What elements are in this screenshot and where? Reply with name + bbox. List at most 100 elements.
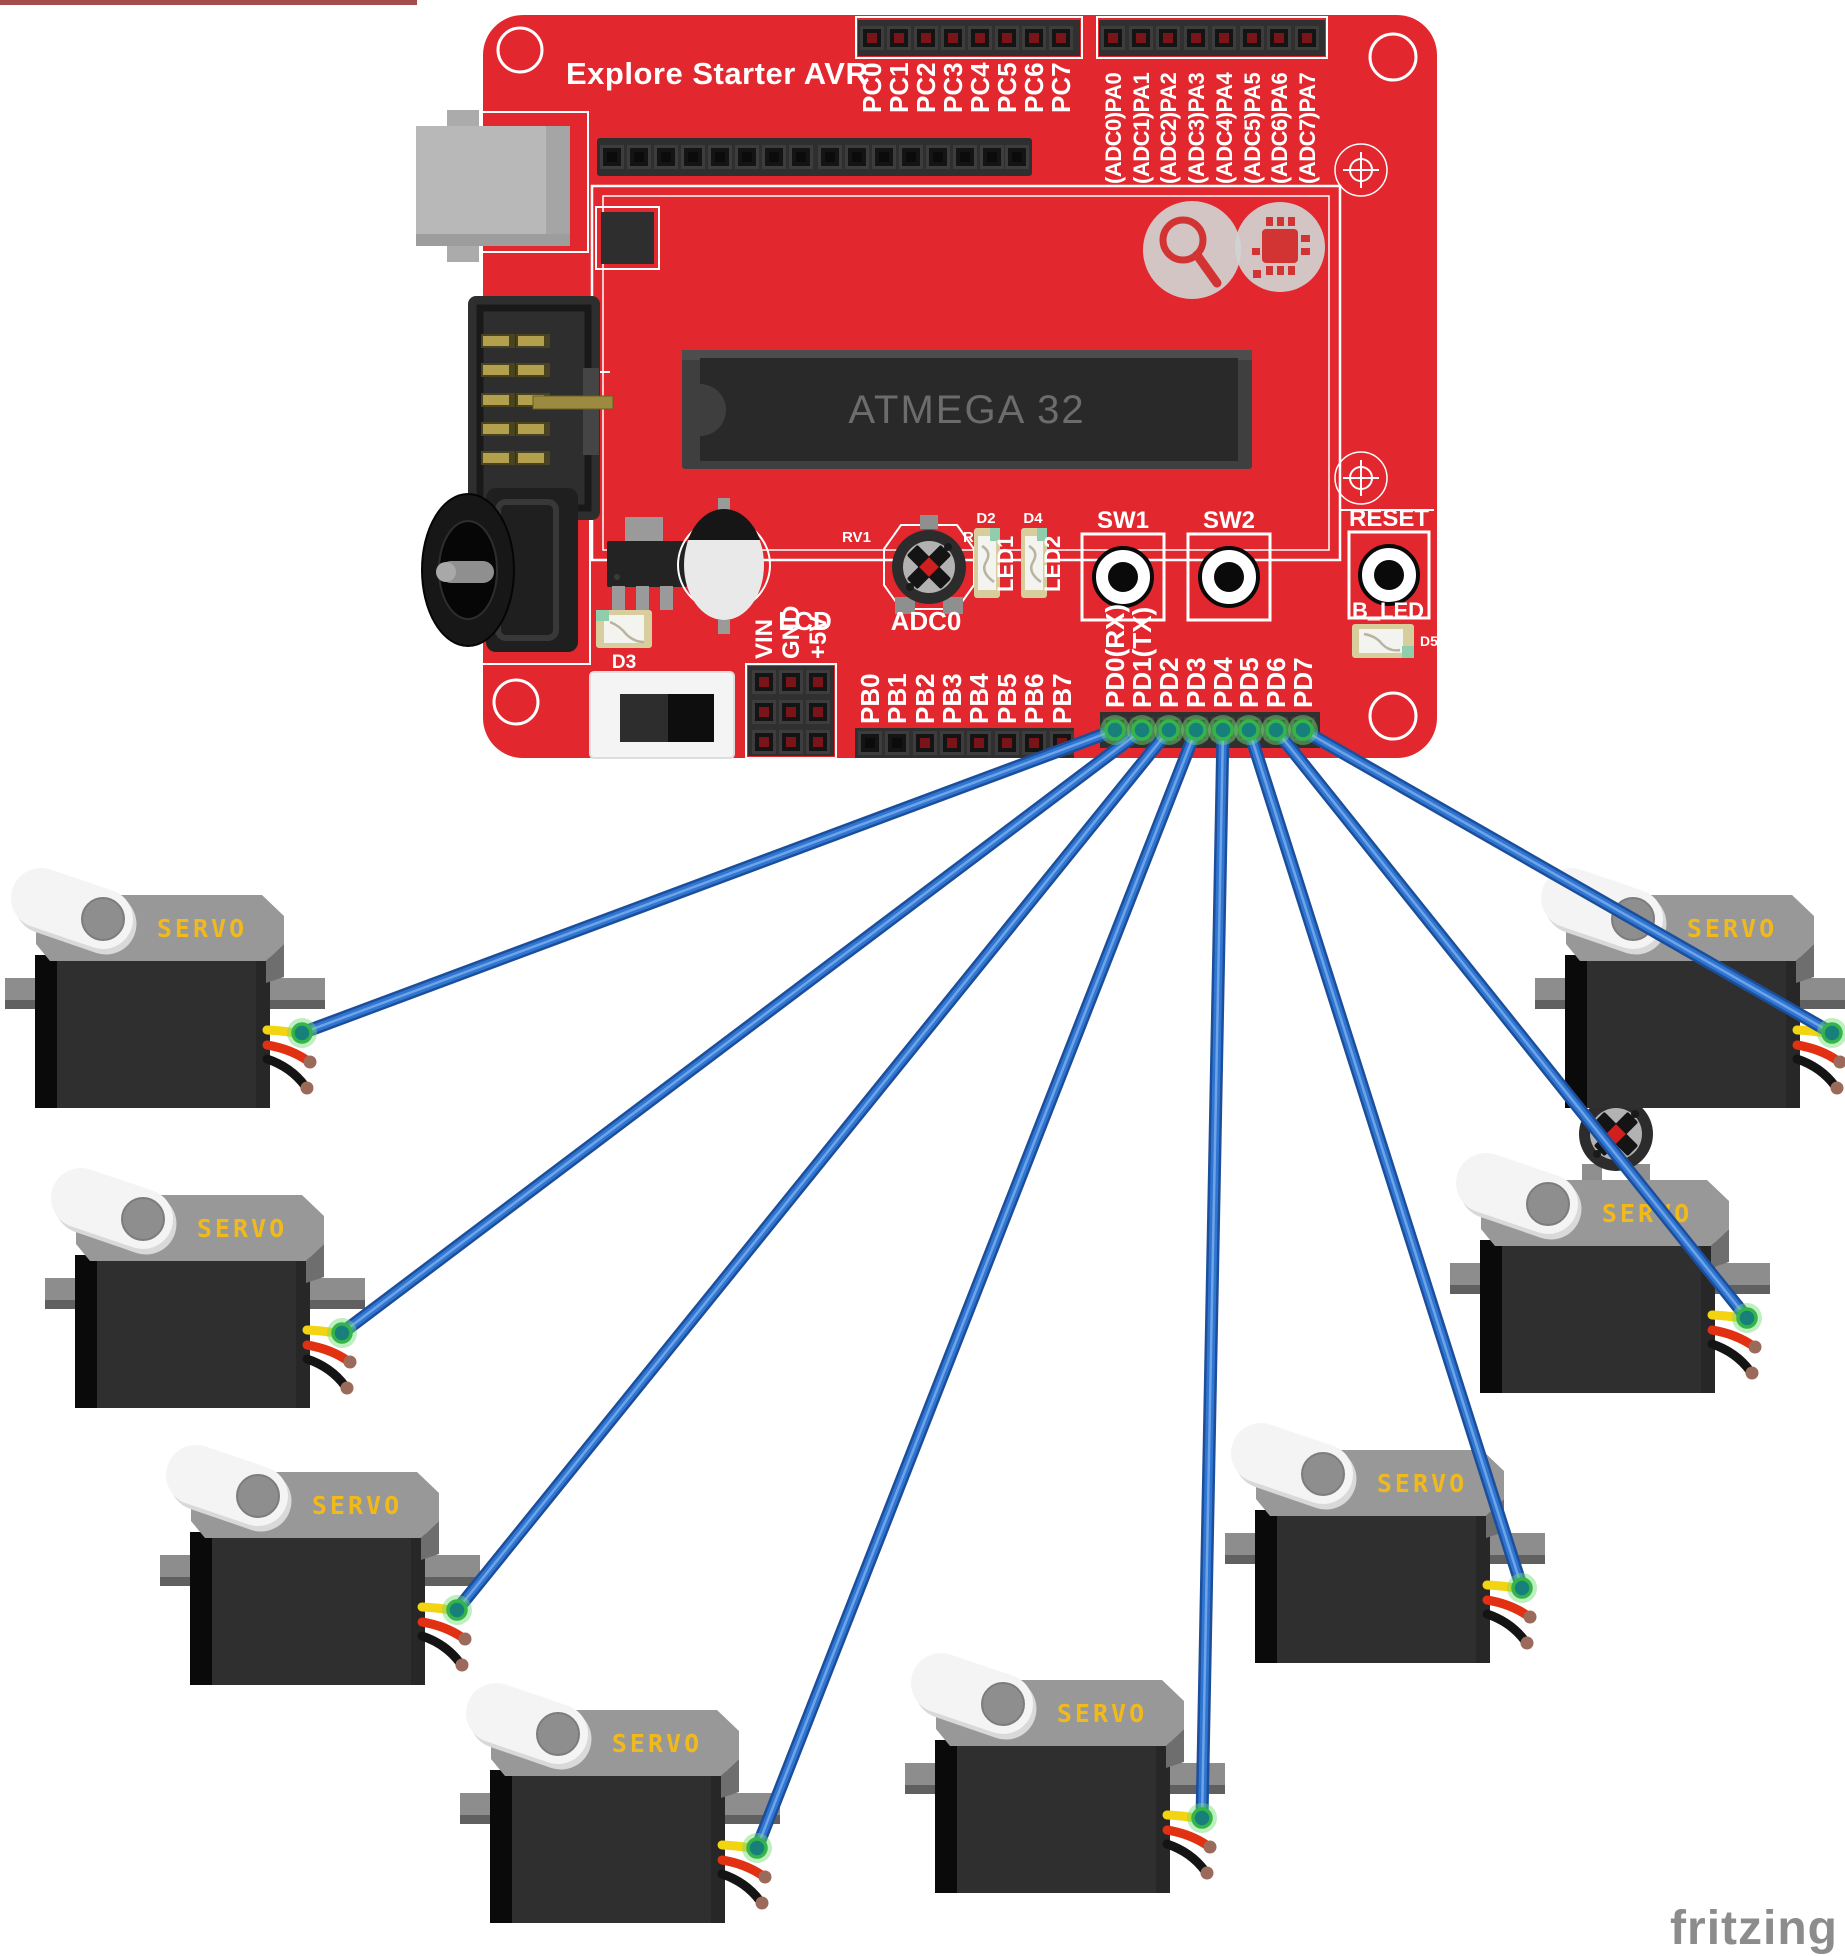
svg-text:PD1(TX): PD1(TX) (1127, 607, 1157, 708)
servo-5[interactable] (905, 1680, 1225, 1893)
svg-text:(ADC1)PA1: (ADC1)PA1 (1129, 73, 1154, 184)
led-d2-label: LED1 (993, 536, 1018, 592)
usb-connector (416, 110, 570, 262)
svg-text:PD6: PD6 (1261, 657, 1291, 708)
lcd-header (597, 138, 1032, 176)
svg-text:PB2: PB2 (910, 673, 940, 724)
slide-switch[interactable] (589, 671, 735, 759)
wire-pd7[interactable] (1296, 723, 1839, 1040)
svg-text:PB6: PB6 (1019, 673, 1049, 724)
svg-text:PC4: PC4 (965, 62, 995, 113)
sw1-label: SW1 (1097, 507, 1149, 534)
atmega32-chip: ATMEGA 32 (682, 350, 1252, 469)
voltage-regulator (607, 517, 687, 610)
wire-pd6[interactable] (1269, 723, 1754, 1325)
top-edge-bar (0, 0, 417, 5)
svg-text:+5V: +5V (805, 616, 832, 659)
reset-button[interactable] (1347, 530, 1431, 620)
svg-text:PD2: PD2 (1154, 657, 1184, 708)
mounting-hole (496, 26, 544, 74)
svg-text:PB4: PB4 (964, 673, 994, 724)
capacitor (677, 498, 771, 634)
svg-text:(ADC4)PA4: (ADC4)PA4 (1212, 72, 1237, 184)
wire-pd2[interactable] (450, 723, 1176, 1617)
push-button-sw1[interactable] (1080, 532, 1166, 622)
power-header (745, 663, 837, 759)
svg-text:PC2: PC2 (911, 62, 941, 113)
reset-label: RESET (1349, 505, 1429, 532)
led-d2-ref: D2 (976, 510, 995, 527)
svg-text:(ADC3)PA3: (ADC3)PA3 (1184, 73, 1209, 184)
port-a-labels: (ADC0)PA0 (ADC1)PA1 (ADC2)PA2 (ADC3)PA3 … (1101, 72, 1320, 184)
svg-text:PB5: PB5 (992, 673, 1022, 724)
avr-board[interactable]: Explore Starter AVR PC0 PC1 PC2 PC3 PC4 … (416, 15, 1662, 1182)
svg-text:PC1: PC1 (884, 62, 914, 113)
port-b-labels: PB0 PB1 PB2 PB3 PB4 PB5 PB6 PB7 (855, 673, 1077, 724)
wire-pd4[interactable] (1195, 723, 1230, 1825)
svg-text:(ADC6)PA6: (ADC6)PA6 (1267, 73, 1292, 184)
wire-pd0[interactable] (295, 723, 1122, 1040)
magnifier-icon (1159, 216, 1207, 264)
led-d5 (1350, 622, 1416, 660)
fiducial (1334, 143, 1388, 197)
port-a-header (1096, 16, 1328, 59)
svg-text:PD7: PD7 (1288, 657, 1318, 708)
servo-2[interactable] (45, 1195, 365, 1408)
svg-text:(ADC2)PA2: (ADC2)PA2 (1156, 73, 1181, 184)
svg-text:PB7: PB7 (1047, 673, 1077, 724)
led-d3 (594, 608, 654, 650)
svg-text:PD0(RX): PD0(RX) (1100, 604, 1130, 708)
push-button-sw2[interactable] (1186, 532, 1272, 622)
board-title: Explore Starter AVR (566, 56, 868, 91)
isp-header (468, 296, 614, 520)
svg-text:(ADC0)PA0: (ADC0)PA0 (1101, 73, 1126, 184)
fiducial (1334, 451, 1388, 505)
wire-pd1[interactable] (335, 723, 1149, 1340)
chip-label: ATMEGA 32 (848, 388, 1085, 432)
svg-text:GND: GND (778, 606, 805, 659)
wire-pd3[interactable] (750, 723, 1203, 1855)
servo-1[interactable] (5, 895, 325, 1108)
port-d-labels: PD0(RX) PD1(TX) PD2 PD3 PD4 PD5 PD6 PD7 (1100, 604, 1318, 708)
svg-text:PC6: PC6 (1019, 62, 1049, 113)
crystal (601, 212, 654, 264)
b-led-label: B_LED (1352, 598, 1424, 623)
svg-text:PC3: PC3 (938, 62, 968, 113)
svg-text:(ADC7)PA7: (ADC7)PA7 (1295, 73, 1320, 184)
chip-icon (1252, 217, 1310, 278)
servo-8[interactable] (1535, 895, 1845, 1108)
svg-text:PD4: PD4 (1208, 657, 1238, 708)
servo-4[interactable] (460, 1710, 780, 1923)
servo-6[interactable] (1225, 1450, 1545, 1663)
servo-3[interactable] (160, 1472, 480, 1685)
fritzing-logo (1143, 201, 1325, 299)
mounting-hole (492, 678, 540, 726)
power-header-labels: VIN GND +5V (751, 606, 832, 659)
sw2-label: SW2 (1203, 507, 1255, 534)
trimpot-adc-label: ADC0 (891, 606, 962, 636)
mounting-hole (1368, 691, 1418, 741)
fritzing-watermark: fritzing (1670, 1902, 1838, 1955)
trimpot-lcd-label: LCD (778, 606, 831, 636)
power-jack (421, 488, 578, 652)
svg-text:PB0: PB0 (855, 673, 885, 724)
port-c-header (855, 16, 1083, 59)
svg-text:PC7: PC7 (1046, 62, 1076, 113)
svg-text:PD3: PD3 (1181, 657, 1211, 708)
trimpot-lcd-ref: RV1 (842, 529, 871, 546)
svg-text:VIN: VIN (751, 619, 778, 659)
port-c-labels: PC0 PC1 PC2 PC3 PC4 PC5 PC6 PC7 (857, 62, 1076, 113)
svg-text:(ADC5)PA5: (ADC5)PA5 (1240, 73, 1265, 184)
svg-text:PB3: PB3 (937, 673, 967, 724)
svg-text:PD5: PD5 (1234, 657, 1264, 708)
led-d3-ref: D3 (612, 652, 636, 673)
svg-text:PC5: PC5 (992, 62, 1022, 113)
mounting-hole (1368, 32, 1418, 82)
svg-text:PB1: PB1 (882, 673, 912, 724)
svg-text:PC0: PC0 (857, 62, 887, 113)
wire-pd5[interactable] (1242, 723, 1529, 1595)
led-d4-label: LED2 (1040, 536, 1065, 592)
led-d5-ref: D5 (1420, 633, 1438, 649)
